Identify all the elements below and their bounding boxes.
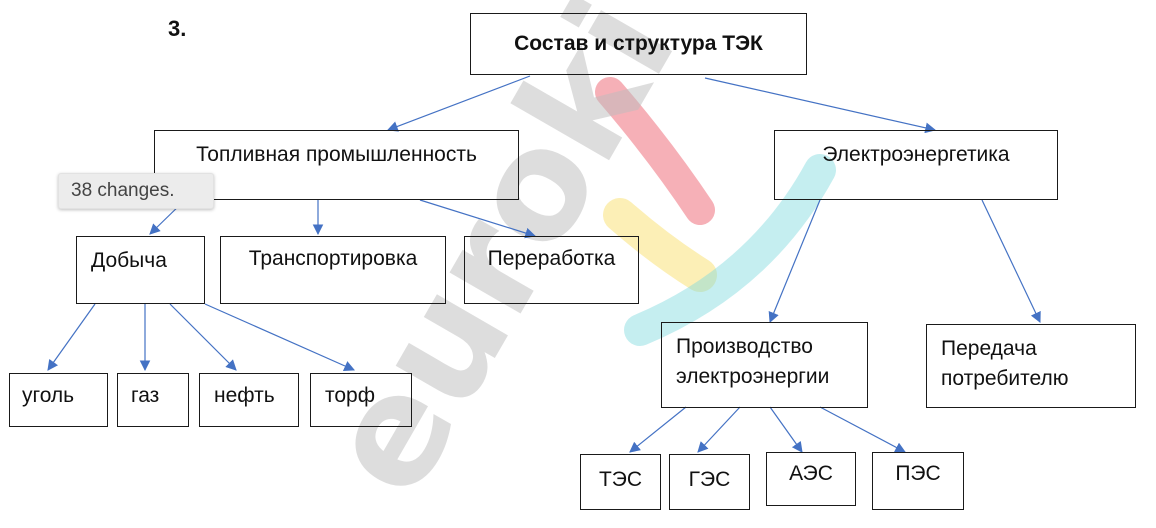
processing-node-label: Переработка (487, 247, 616, 270)
delivery-node-label: Передача потребителю (941, 337, 1069, 390)
coal-node-label: уголь (22, 384, 75, 407)
fuel-industry-node-label: Топливная промышленность (196, 143, 477, 166)
arrow-extraction-to-coal (47, 303, 96, 371)
arrow-electric-to-production (768, 199, 821, 323)
transportation-node-label: Транспортировка (248, 247, 418, 270)
power-production-node: Производство электроэнергии (661, 322, 868, 408)
transportation-node: Транспортировка (220, 236, 446, 304)
oil-node: нефть (199, 373, 299, 427)
power-production-node-label: Производство электроэнергии (676, 335, 830, 388)
tes-node: ТЭС (580, 454, 661, 510)
gas-node-label: газ (131, 384, 160, 407)
pes-node: ПЭС (872, 452, 964, 510)
peat-node-label: торф (325, 384, 376, 407)
tes-node-label: ТЭС (598, 468, 643, 491)
arrow-production-to-pes (819, 406, 906, 453)
arrow-production-to-tes (629, 406, 687, 453)
electric-power-node: Электроэнергетика (774, 130, 1058, 200)
changes-tooltip: 38 changes. (58, 173, 214, 209)
pes-node-label: ПЭС (895, 462, 941, 485)
changes-tooltip-text: 38 changes. (71, 180, 175, 201)
arrow-extraction-to-peat (204, 303, 355, 372)
extraction-node-label: Добыча (91, 249, 167, 272)
ges-node: ГЭС (669, 454, 750, 510)
processing-node: Переработка (464, 236, 639, 304)
arrow-extraction-to-oil (169, 303, 237, 371)
peat-node: торф (310, 373, 412, 427)
aes-node-label: АЭС (789, 462, 833, 485)
arrow-production-to-aes (769, 406, 803, 453)
aes-node: АЭС (766, 452, 856, 506)
oil-node-label: нефть (214, 384, 275, 407)
gas-node: газ (117, 373, 189, 427)
root-node-label: Состав и структура ТЭК (514, 32, 763, 55)
arrow-electric-to-delivery (981, 199, 1041, 323)
fuel-industry-node: Топливная промышленность (154, 130, 519, 200)
root-node: Состав и структура ТЭК (470, 13, 807, 75)
task-number: 3. (168, 16, 187, 41)
arrow-production-to-ges (697, 406, 741, 453)
arrow-root-to-fuel (386, 75, 531, 132)
ges-node-label: ГЭС (688, 468, 731, 491)
delivery-node: Передача потребителю (926, 324, 1136, 408)
extraction-node: Добыча (76, 236, 205, 304)
electric-power-node-label: Электроэнергетика (822, 143, 1010, 166)
arrow-fuel-to-processing (419, 199, 537, 239)
coal-node: уголь (9, 373, 108, 427)
arrow-root-to-electric (704, 77, 937, 134)
